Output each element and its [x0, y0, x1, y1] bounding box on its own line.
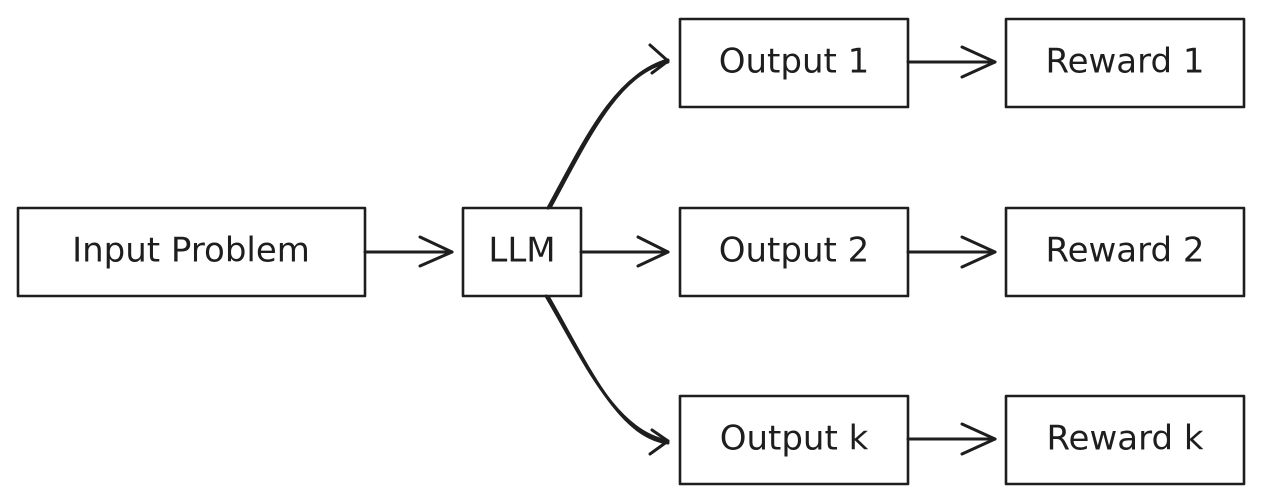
- node-reward-2-label: Reward 2: [1045, 231, 1204, 271]
- node-input-problem-label: Input Problem: [72, 231, 310, 271]
- node-reward-2: Reward 2: [1004, 206, 1246, 298]
- edge-output-k-to-reward-k: [906, 422, 997, 456]
- node-output-2-label: Output 2: [719, 231, 870, 271]
- node-llm: LLM: [461, 206, 583, 298]
- edges: [363, 43, 997, 456]
- edge-llm-to-output-k: [544, 294, 670, 456]
- node-input-problem: Input Problem: [16, 206, 367, 298]
- node-llm-label: LLM: [488, 231, 555, 271]
- edge-llm-to-output-2: [579, 235, 670, 268]
- edge-llm-to-output-1: [546, 43, 670, 210]
- node-output-k-label: Output k: [720, 419, 869, 459]
- node-output-1-label: Output 1: [719, 42, 870, 82]
- node-output-1: Output 1: [678, 17, 910, 109]
- edge-output-2-to-reward-2: [906, 235, 997, 269]
- edge-input-to-llm: [363, 235, 454, 268]
- node-reward-1: Reward 1: [1004, 17, 1246, 109]
- node-output-k: Output k: [678, 394, 910, 486]
- node-output-2: Output 2: [678, 206, 910, 298]
- edge-output-1-to-reward-1: [906, 45, 997, 79]
- node-reward-1-label: Reward 1: [1045, 42, 1204, 82]
- node-reward-k-label: Reward k: [1046, 419, 1203, 459]
- node-reward-k: Reward k: [1004, 394, 1246, 486]
